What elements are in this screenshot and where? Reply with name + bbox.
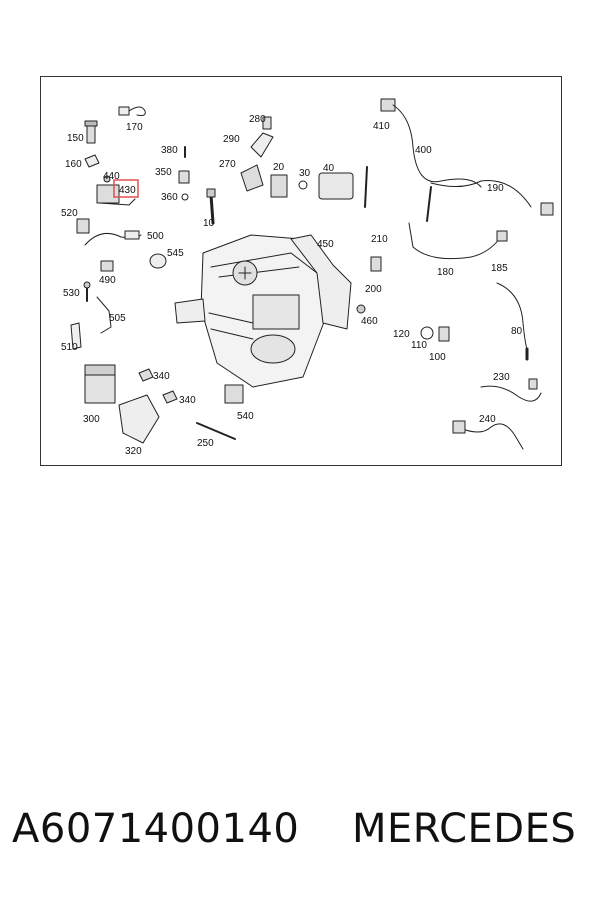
callout-label: 160	[65, 159, 82, 170]
part-170-drawing	[118, 106, 146, 116]
callout-label: 170	[126, 122, 143, 133]
part-350-drawing	[178, 146, 190, 201]
part-10-drawing	[206, 188, 216, 225]
callout-label: 110	[411, 340, 427, 351]
part-530-drawing	[83, 281, 91, 302]
caption-bar: A6071400140 MERCEDES	[0, 800, 600, 870]
part-240-drawing	[452, 420, 524, 450]
part-300-drawing	[84, 364, 116, 404]
highlight-box	[113, 179, 139, 198]
callout-label: 530	[63, 288, 80, 299]
engine-drawing	[174, 234, 330, 388]
callout-label: 500	[147, 231, 164, 242]
callout-label: 410	[373, 121, 390, 132]
callout-label: 120	[393, 329, 410, 340]
callout-label: 510	[61, 342, 78, 353]
callout-label: 280	[249, 114, 266, 125]
callout-label: 200	[365, 284, 382, 295]
part-290-drawing	[240, 116, 274, 192]
callout-label: 20	[273, 162, 285, 173]
part-540-drawing	[224, 384, 244, 404]
callout-label: 460	[361, 316, 378, 327]
part-150-drawing	[84, 120, 98, 144]
part-200-drawing	[356, 256, 382, 314]
callout-label: 490	[99, 275, 116, 286]
callout-label: 40	[323, 163, 335, 174]
part-500-drawing	[84, 230, 142, 246]
part-number: A6071400140	[12, 806, 300, 852]
callout-label: 505	[109, 313, 126, 324]
callout-label: 240	[479, 414, 496, 425]
brand-name: MERCEDES	[352, 806, 577, 852]
part-250-drawing	[196, 422, 236, 440]
callout-label: 250	[197, 438, 214, 449]
callout-label: 80	[511, 326, 523, 337]
callout-label: 360	[161, 192, 178, 203]
part-450-drawing	[290, 234, 352, 330]
callout-label: 540	[237, 411, 254, 422]
part-40-drawing	[318, 172, 354, 200]
part-545-drawing	[149, 253, 167, 269]
part-320-drawing	[118, 394, 160, 444]
callout-label: 320	[125, 446, 142, 457]
callout-label: 30	[299, 168, 311, 179]
callout-label: 210	[371, 234, 388, 245]
part-180-drawing	[408, 222, 508, 260]
callout-label: 520	[61, 208, 78, 219]
callout-label: 190	[487, 183, 504, 194]
callout-label: 340	[153, 371, 170, 382]
callout-label: 440	[103, 171, 120, 182]
callout-label: 290	[223, 134, 240, 145]
callout-label: 350	[155, 167, 172, 178]
part-340-drawing	[138, 368, 178, 404]
callout-label-highlighted: 430	[119, 185, 136, 196]
part-490-drawing	[100, 260, 114, 272]
part-80-drawing	[496, 282, 529, 361]
part-230-drawing	[480, 378, 542, 402]
callout-label: 150	[67, 133, 84, 144]
part-505-drawing	[70, 296, 112, 350]
callout-label: 180	[437, 267, 454, 278]
part-190-drawing	[426, 180, 554, 222]
callout-label: 450	[317, 239, 334, 250]
exploded-parts-view: 170 150 160 440 430 520 500 545 490 530 …	[61, 98, 554, 457]
callout-label: 100	[429, 352, 446, 363]
part-160-drawing	[84, 154, 100, 168]
callout-label: 270	[219, 159, 236, 170]
callout-label: 340	[179, 395, 196, 406]
part-400-drawing	[364, 98, 482, 208]
callout-label: 545	[167, 248, 184, 259]
callout-label: 10	[203, 218, 215, 229]
part-110-drawing	[420, 326, 450, 342]
part-20-drawing	[270, 174, 308, 198]
callout-label: 380	[161, 145, 178, 156]
parts-diagram: 170 150 160 440 430 520 500 545 490 530 …	[40, 76, 562, 466]
callout-label: 400	[415, 145, 432, 156]
callout-label: 300	[83, 414, 100, 425]
callout-label: 230	[493, 372, 510, 383]
part-520-drawing	[76, 218, 90, 234]
callout-label: 185	[491, 263, 508, 274]
